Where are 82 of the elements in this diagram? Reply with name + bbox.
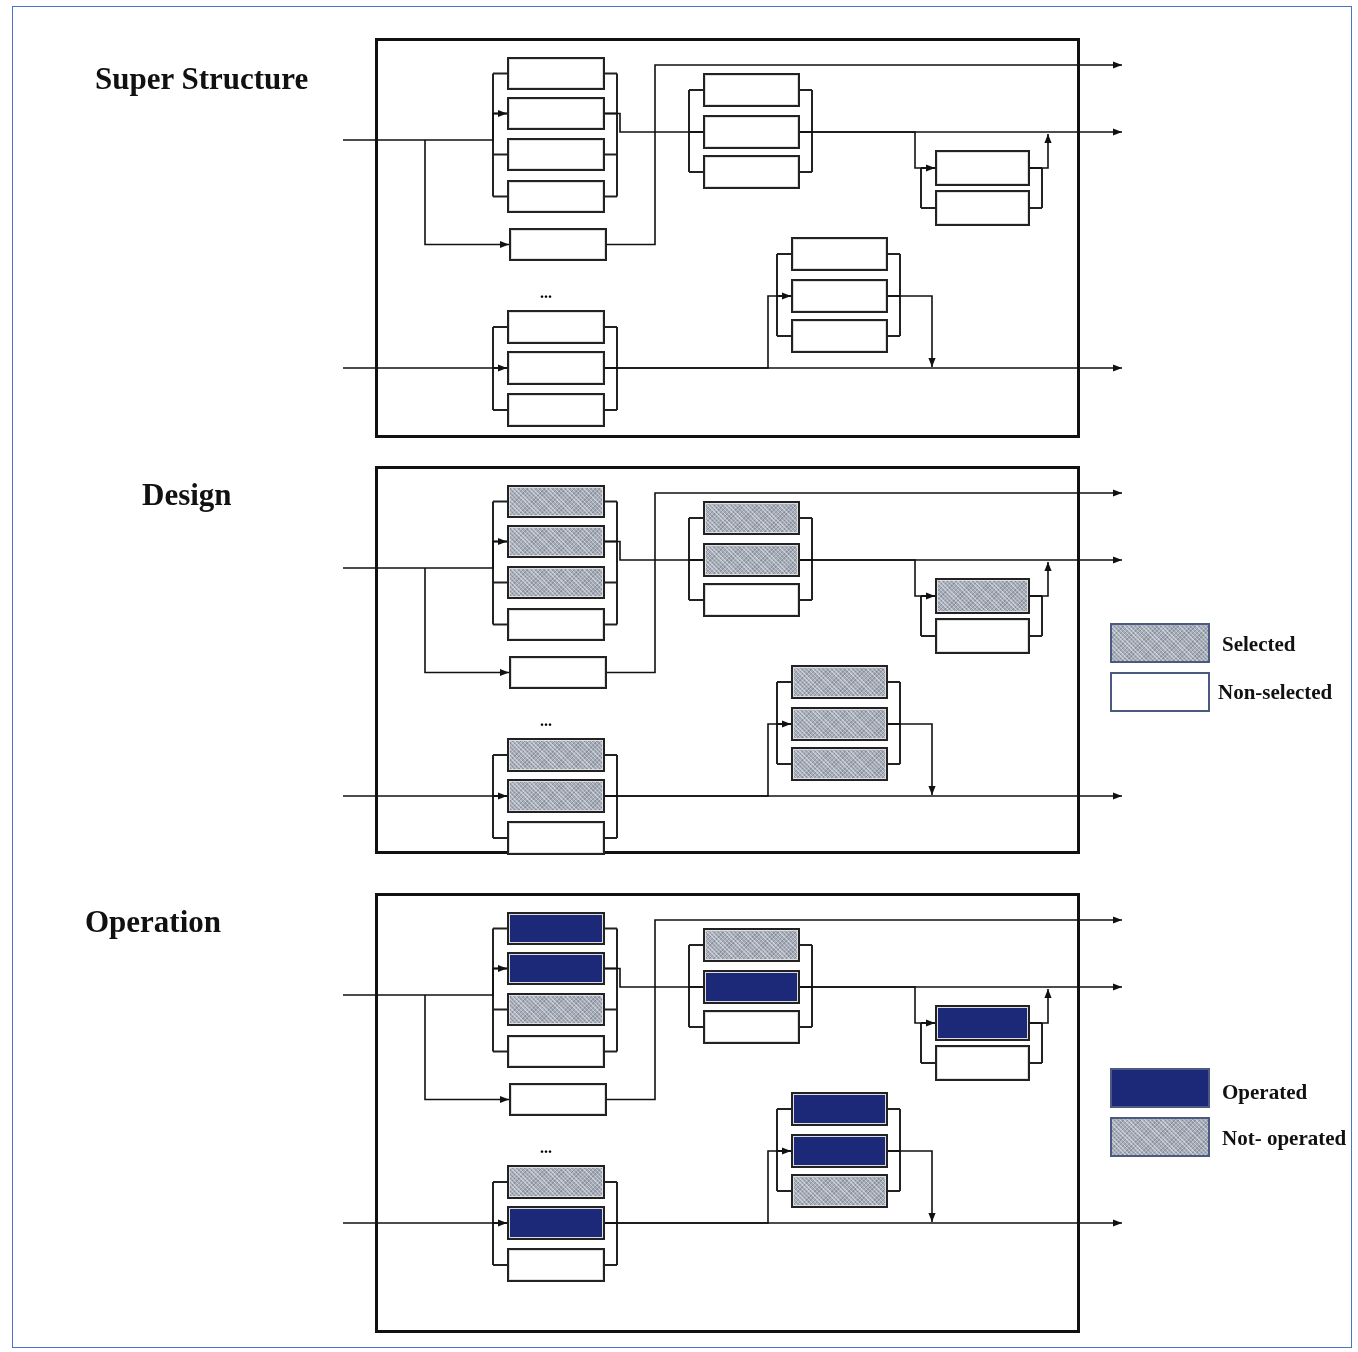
unit-box — [507, 912, 605, 945]
flow-arrow — [887, 1150, 936, 1223]
flow-arrow — [799, 556, 1123, 564]
flow-arrow — [606, 489, 1123, 674]
unit-box — [703, 970, 800, 1004]
unit-box — [507, 1248, 605, 1282]
unit-box — [703, 1010, 800, 1044]
unit-box — [507, 993, 605, 1026]
unit-box — [507, 57, 605, 90]
unit-box — [791, 665, 888, 699]
unit-box — [935, 1045, 1030, 1081]
unit-box — [935, 618, 1030, 654]
unit-box — [507, 1165, 605, 1199]
unit-box — [791, 1134, 888, 1168]
flow-arrow — [342, 364, 508, 372]
unit-box — [791, 707, 888, 741]
flow-arrow — [1029, 133, 1052, 169]
unit-box — [507, 525, 605, 558]
unit-box — [935, 150, 1030, 186]
flow-arrow — [1029, 561, 1052, 597]
flow-arrow — [342, 792, 508, 800]
unit-box — [703, 73, 800, 107]
unit-box — [791, 1174, 888, 1208]
unit-box — [507, 1035, 605, 1068]
flow-arrow — [424, 139, 510, 249]
unit-box — [507, 952, 605, 985]
flow-arrow — [342, 964, 508, 996]
flow-arrow — [606, 61, 1123, 246]
unit-box — [507, 393, 605, 427]
ellipsis-note: ... — [540, 712, 552, 730]
unit-box — [935, 578, 1030, 614]
flow-arrow — [424, 567, 510, 677]
unit-box — [703, 115, 800, 149]
unit-box — [703, 928, 800, 962]
unit-box — [791, 747, 888, 781]
flow-arrow — [887, 295, 936, 368]
unit-box — [509, 1083, 607, 1116]
unit-box — [507, 310, 605, 344]
unit-box — [703, 501, 800, 535]
panel-title: Super Structure — [95, 61, 309, 97]
flow-arrow — [799, 983, 1123, 991]
unit-box — [507, 738, 605, 772]
flow-arrow — [887, 723, 936, 796]
unit-box — [507, 821, 605, 855]
flow-line — [604, 967, 704, 988]
legend-label: Non-selected — [1218, 680, 1333, 705]
unit-box — [791, 237, 888, 271]
unit-box — [703, 543, 800, 577]
unit-box — [935, 1005, 1030, 1041]
unit-box — [507, 97, 605, 130]
panel-title: Design — [142, 477, 232, 513]
unit-box — [703, 583, 800, 617]
flow-arrow — [342, 537, 508, 569]
unit-box — [507, 138, 605, 171]
unit-box — [507, 485, 605, 518]
unit-box — [507, 351, 605, 385]
unit-box — [791, 279, 888, 313]
unit-box — [935, 190, 1030, 226]
unit-box — [507, 566, 605, 599]
unit-box — [791, 1092, 888, 1126]
legend-label: Operated — [1222, 1080, 1308, 1105]
flow-arrow — [799, 128, 1123, 136]
unit-box — [703, 155, 800, 189]
flow-arrow — [342, 109, 508, 141]
unit-box — [507, 180, 605, 213]
ellipsis-note: ... — [540, 284, 552, 302]
flow-line — [604, 540, 704, 561]
ellipsis-note: ... — [540, 1139, 552, 1157]
unit-box — [509, 228, 607, 261]
unit-box — [507, 779, 605, 813]
unit-box — [507, 1206, 605, 1240]
legend-label: Selected — [1222, 632, 1296, 657]
unit-box — [507, 608, 605, 641]
flow-arrow — [342, 1219, 508, 1227]
flow-arrow — [424, 994, 510, 1104]
legend-label: Not- operated — [1222, 1126, 1347, 1151]
flow-arrow — [1029, 988, 1052, 1024]
flow-line — [604, 112, 704, 133]
flow-arrow — [606, 916, 1123, 1101]
panel-title: Operation — [85, 904, 222, 940]
unit-box — [509, 656, 607, 689]
unit-box — [791, 319, 888, 353]
